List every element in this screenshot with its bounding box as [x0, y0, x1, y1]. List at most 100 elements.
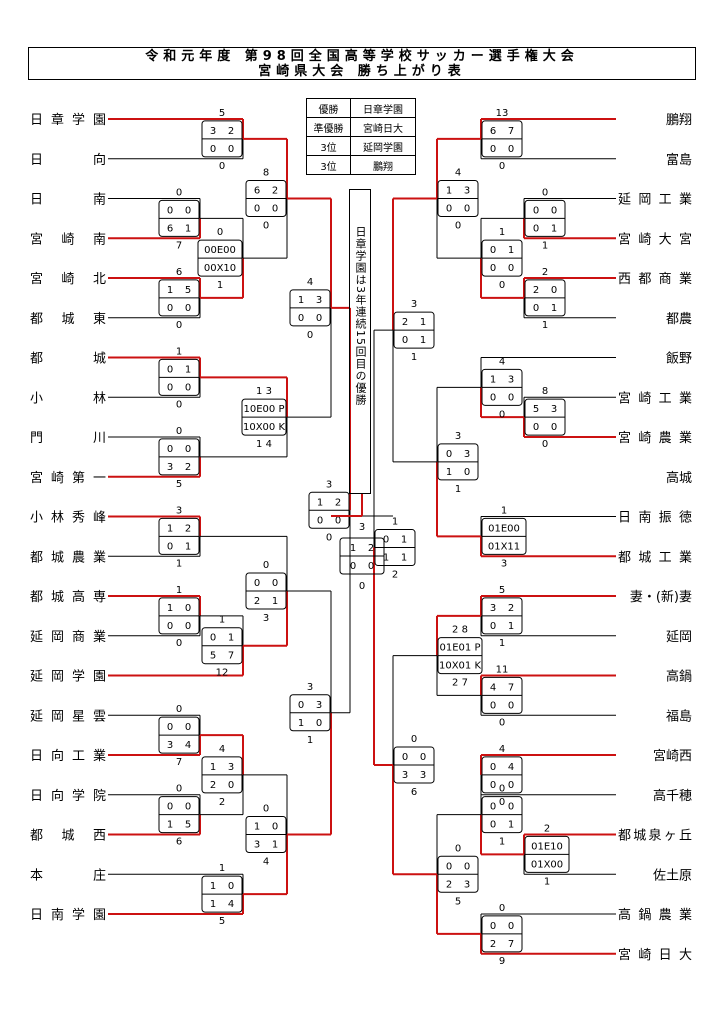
final-half: 2 — [368, 543, 374, 554]
title-box: 令和元年度 第98回全国高等学校サッカー選手権大会 宮崎県大会 勝ち上がり表 — [28, 47, 696, 80]
score-code: 10X00 K — [243, 422, 285, 433]
match-R4 — [480, 217, 524, 299]
score-half: 1 — [210, 881, 216, 892]
score-half: 7 — [508, 939, 514, 950]
score-half: 0 — [167, 802, 173, 813]
final-total: 0 — [359, 581, 365, 592]
match-R11 — [523, 833, 616, 875]
score-half: 0 — [316, 313, 322, 324]
score-half: 3 — [551, 404, 557, 415]
team-left: 都城高専 — [30, 589, 106, 605]
score-half: 0 — [185, 205, 191, 216]
score-half: 7 — [228, 651, 234, 662]
score-half: 1 — [420, 335, 426, 346]
team-left: 門川 — [30, 431, 106, 446]
match-L10 — [108, 794, 201, 836]
results-team: 鵬翔 — [350, 155, 416, 175]
score-pk: 2 7 — [452, 678, 468, 689]
match-L6 — [108, 515, 201, 557]
match-R13 — [480, 913, 616, 955]
score-half: 1 — [490, 374, 496, 385]
score-total: 4 — [455, 168, 461, 179]
score-half: 0 — [533, 205, 539, 216]
score-total: 1 — [501, 505, 507, 516]
score-half: 1 — [272, 840, 278, 851]
score-half: 2 — [254, 596, 260, 607]
match-R9 — [480, 674, 616, 716]
match-L3 — [108, 277, 201, 319]
score-pk: 0 — [217, 227, 223, 238]
score-code: 01E10 — [531, 841, 563, 852]
score-half: 3 — [316, 295, 322, 306]
team-right: 宮崎西 — [653, 748, 692, 764]
score-total: 1 — [392, 517, 398, 528]
score-half: 0 — [464, 861, 470, 872]
score-half: 1 — [420, 317, 426, 328]
match-L19 — [287, 590, 332, 836]
score-half: 0 — [185, 382, 191, 393]
score-half: 0 — [167, 621, 173, 632]
score-total: 3 — [263, 613, 269, 624]
score-half: 0 — [185, 444, 191, 455]
score-half: 7 — [508, 126, 514, 137]
team-right: 西都商業 — [618, 271, 692, 287]
team-left: 宮崎北 — [30, 271, 106, 287]
score-total: 1 — [542, 240, 548, 251]
score-half: 0 — [167, 541, 173, 552]
match-R2 — [523, 198, 616, 240]
team-right: 福島 — [666, 709, 692, 724]
score-half: 0 — [185, 603, 191, 614]
score-total: 4 — [499, 356, 505, 367]
results-rank: 3位 — [306, 136, 351, 156]
score-half: 0 — [228, 780, 234, 791]
results-rank: 準優勝 — [306, 117, 351, 137]
match-R18 — [392, 197, 437, 463]
score-half: 0 — [446, 204, 452, 215]
match-R19 — [392, 655, 437, 876]
score-total: 5 — [176, 479, 182, 490]
score-half: 0 — [490, 820, 496, 831]
score-total: 0 — [499, 409, 505, 420]
match-L17 — [243, 137, 288, 259]
team-right: 延岡 — [666, 630, 692, 645]
score-half: 1 — [508, 621, 514, 632]
team-left: 日南学園 — [30, 907, 106, 923]
score-total: 1 — [176, 346, 182, 357]
score-half: 0 — [490, 780, 496, 791]
score-total: 0 — [219, 161, 225, 172]
results-row: 準優勝 宮崎日大 — [306, 117, 416, 137]
score-half: 0 — [402, 752, 408, 763]
score-total: 3 — [455, 431, 461, 442]
score-total: 4 — [499, 744, 505, 755]
team-right: 高鍋農業 — [618, 907, 692, 923]
score-half: 1 — [185, 541, 191, 552]
score-total: 0 — [176, 426, 182, 437]
score-half: 3 — [490, 603, 496, 614]
score-half: 4 — [228, 899, 234, 910]
score-total: 0 — [263, 560, 269, 571]
score-half: 0 — [167, 303, 173, 314]
score-half: 0 — [551, 205, 557, 216]
score-half: 0 — [185, 802, 191, 813]
score-total: 1 — [544, 876, 550, 887]
score-half: 1 — [228, 633, 234, 644]
score-half: 0 — [464, 204, 470, 215]
score-half: 0 — [167, 382, 173, 393]
team-right: 佐土原 — [653, 868, 692, 883]
score-half: 0 — [167, 444, 173, 455]
match-L20 — [308, 306, 351, 714]
match-L18 — [287, 197, 332, 418]
score-half: 1 — [272, 596, 278, 607]
score-total: 3 — [176, 505, 182, 516]
score-half: 1 — [508, 820, 514, 831]
score-half: 0 — [490, 144, 496, 155]
score-half: 3 — [210, 126, 216, 137]
score-total: 0 — [499, 280, 505, 291]
score-half: 2 — [185, 523, 191, 534]
score-total: 1 — [176, 558, 182, 569]
score-total: 0 — [499, 717, 505, 728]
match-R8 — [480, 595, 616, 637]
score-total: 4 — [307, 277, 313, 288]
match-L14 — [200, 535, 288, 647]
score-code: 01E00 — [488, 523, 520, 534]
